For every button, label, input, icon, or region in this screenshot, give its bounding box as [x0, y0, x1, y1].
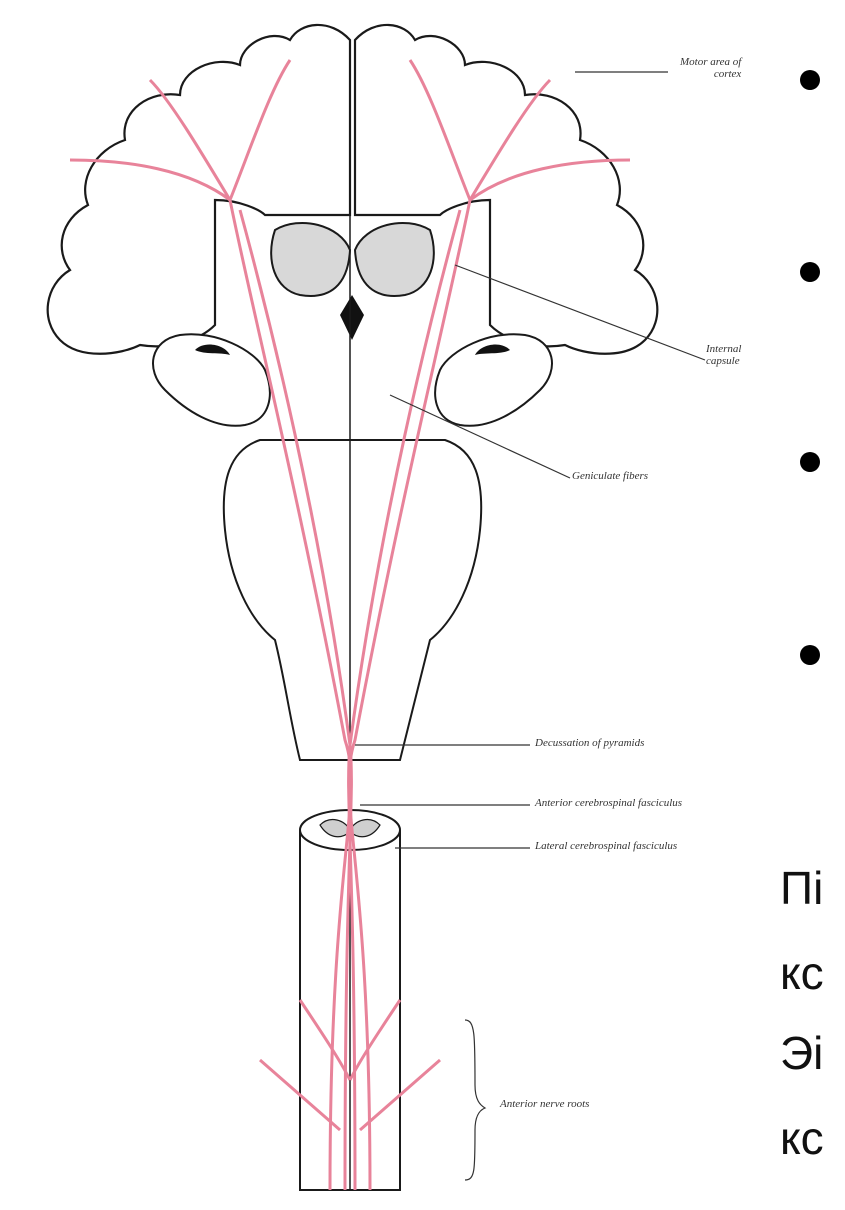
bullet-4: [800, 645, 820, 665]
brainstem: [224, 440, 481, 760]
third-ventricle: [340, 295, 364, 340]
bullet-3: [800, 452, 820, 472]
label-motor-area-line2: cortex: [680, 68, 741, 80]
slide-text-line-1: Пі: [780, 865, 823, 911]
slide-text-line-2: кс: [780, 950, 824, 996]
label-anterior-fasciculus: Anterior cerebrospinal fasciculus: [535, 797, 682, 809]
slide-text-line-3: Эі: [780, 1030, 823, 1076]
label-motor-area: Motor area of cortex: [680, 56, 741, 80]
label-internal-capsule: Internal capsule: [706, 343, 741, 367]
thalamus: [271, 223, 434, 296]
label-motor-area-line1: Motor area of: [680, 56, 741, 68]
slide-text-line-4: кс: [780, 1115, 824, 1161]
label-nerve-roots: Anterior nerve roots: [500, 1098, 589, 1110]
label-lateral-fasciculus: Lateral cerebrospinal fasciculus: [535, 840, 677, 852]
label-internal-capsule-line1: Internal: [706, 343, 741, 355]
label-decussation: Decussation of pyramids: [535, 737, 644, 749]
bullet-1: [800, 70, 820, 90]
label-internal-capsule-line2: capsule: [706, 355, 741, 367]
bullet-2: [800, 262, 820, 282]
label-geniculate: Geniculate fibers: [572, 470, 648, 482]
